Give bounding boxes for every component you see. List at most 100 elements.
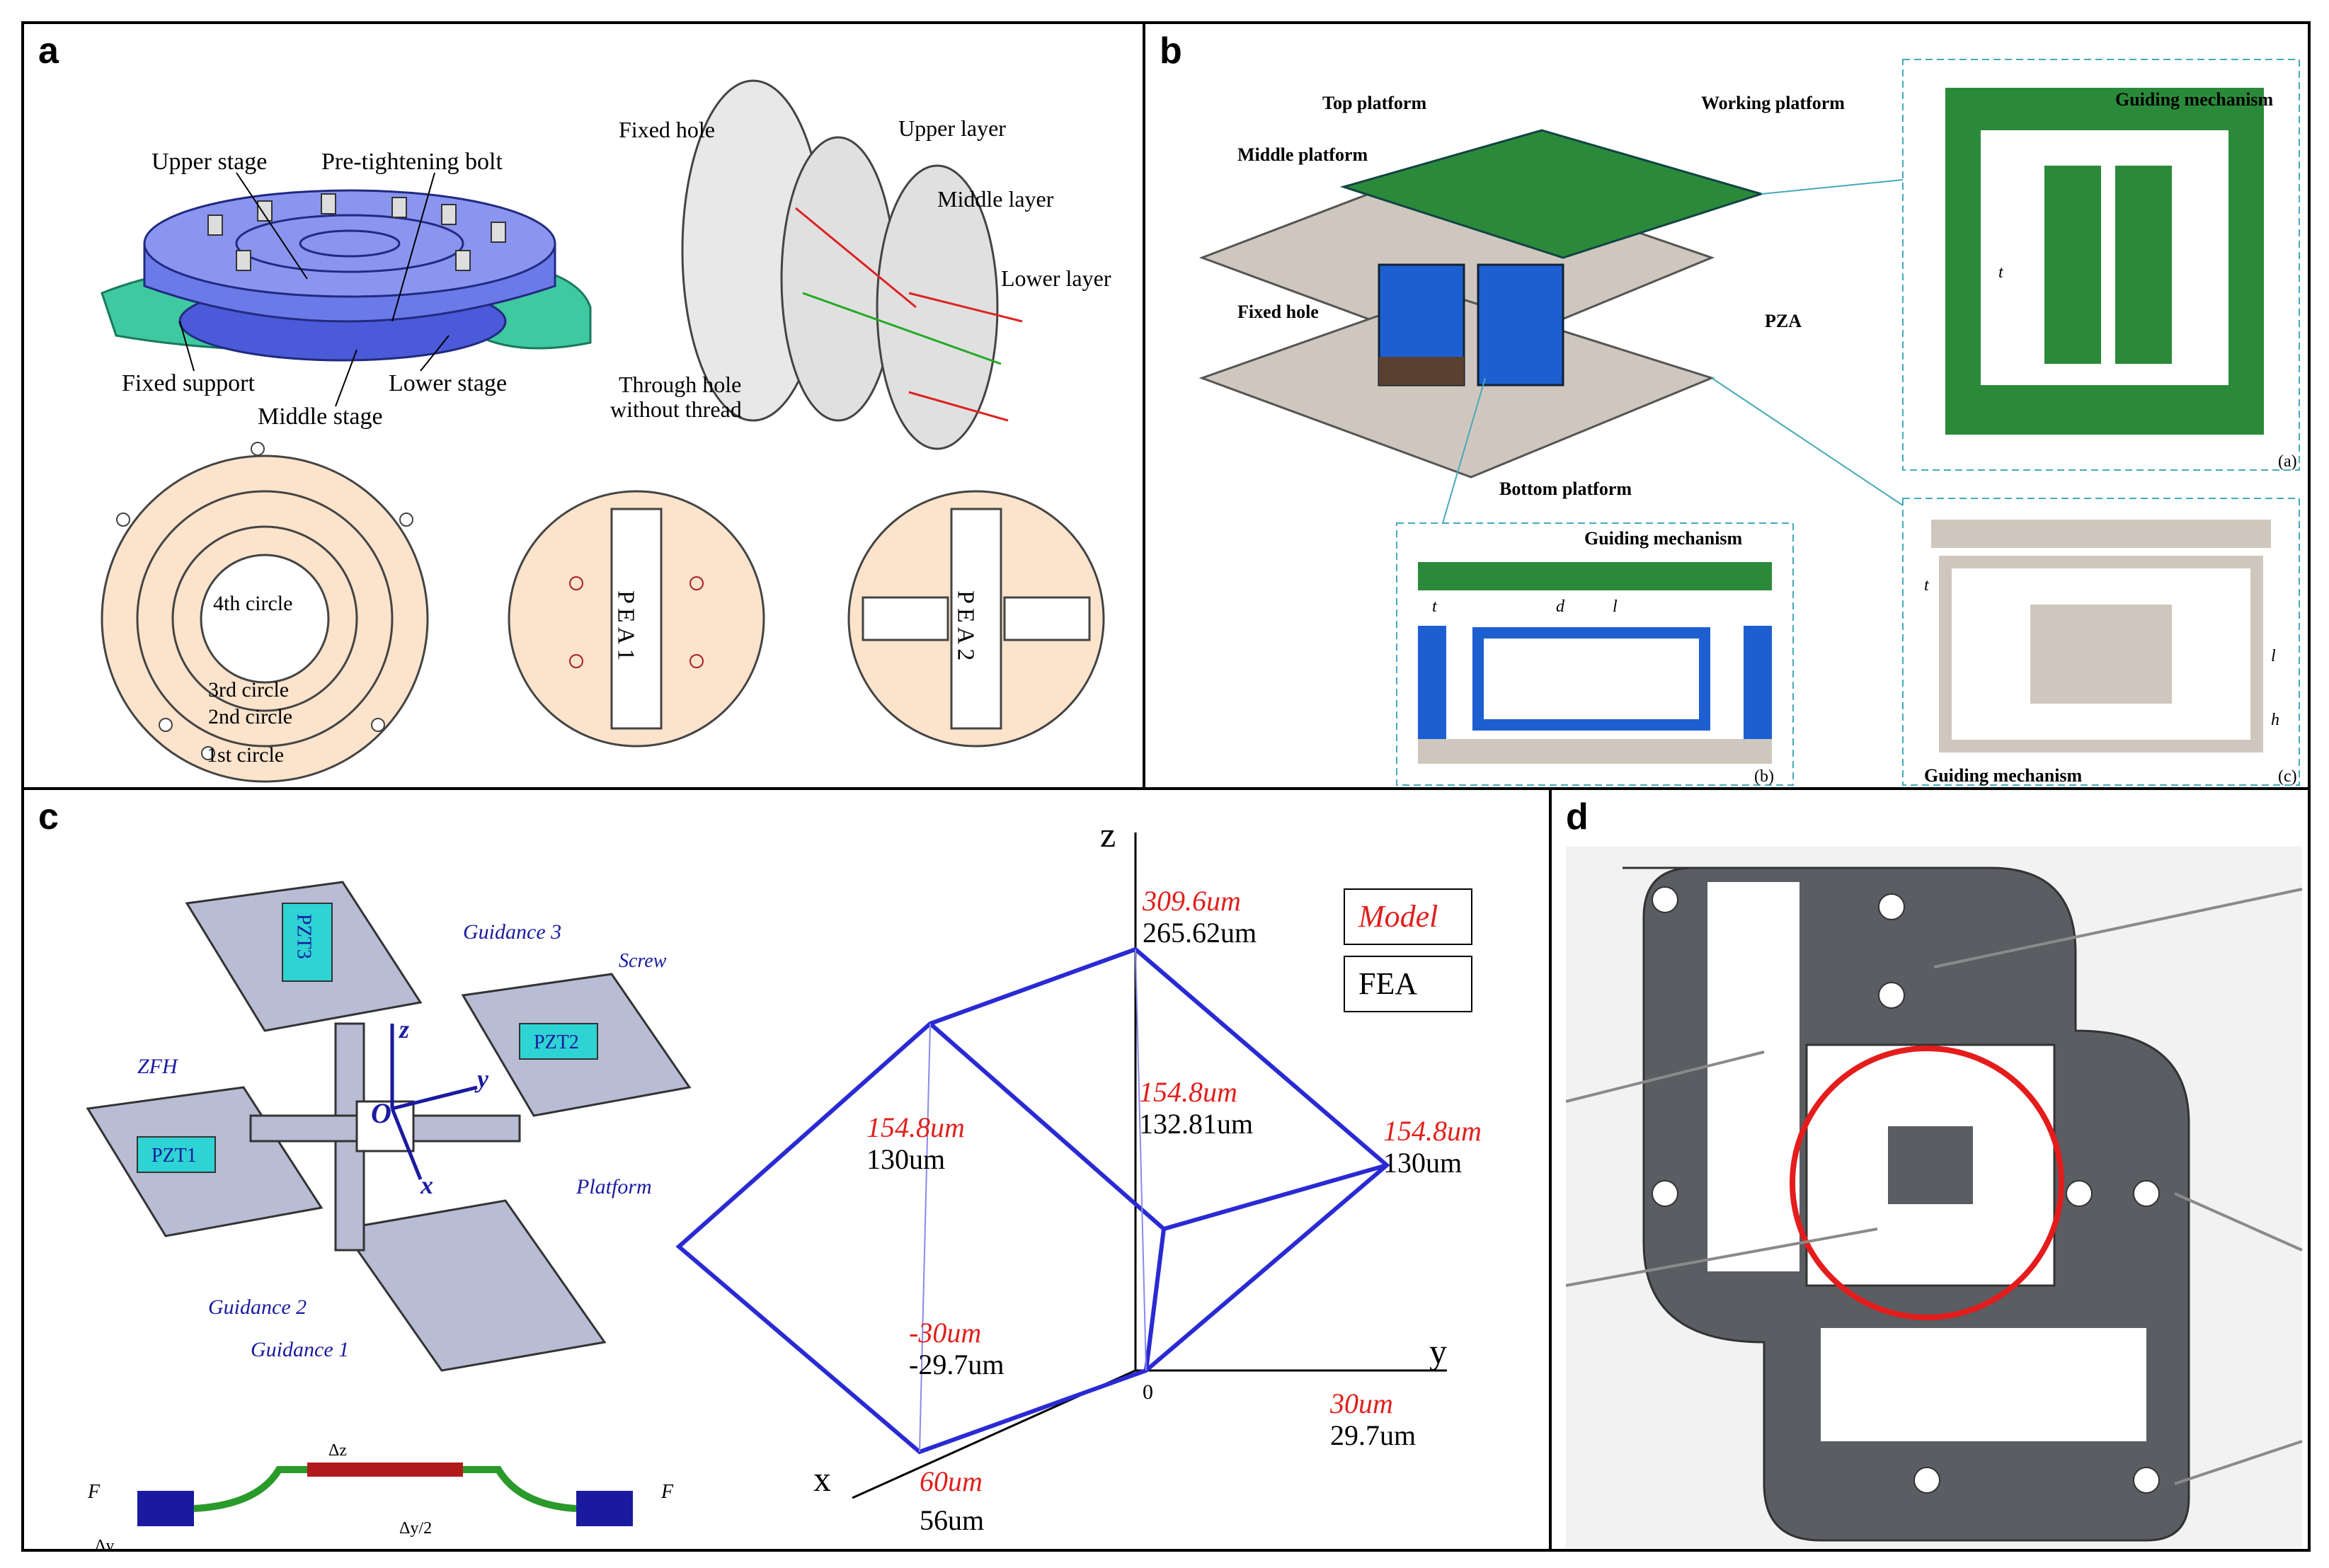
platform-stack-shape <box>1198 129 1766 479</box>
label-circle1: 1st circle <box>207 743 284 767</box>
stage-axes <box>390 1024 478 1180</box>
cutout-left <box>1707 882 1799 1271</box>
axis-x: x <box>813 1459 831 1499</box>
label-through-hole-1: Through hole <box>619 372 741 397</box>
label-pea1: PEA1 <box>613 590 639 665</box>
panel-b: b Top platform Working platform Middle p… <box>1143 21 2311 790</box>
annot-fea-0: 265.62um <box>1143 917 1257 949</box>
plate-2 <box>508 490 765 748</box>
panel-d: d <box>1549 787 2311 1552</box>
workspace-frame <box>675 946 1390 1455</box>
label-sub-a: (a) <box>2278 452 2297 471</box>
label-f1: F <box>87 1481 101 1503</box>
inset-a-frame <box>1902 59 2300 471</box>
label-guiding-c: Guiding mechanism <box>1924 765 2083 786</box>
label-dm2: d <box>1556 597 1565 616</box>
axis-z: z <box>1100 815 1116 854</box>
label-lb: l <box>2271 647 2276 665</box>
label-pza: PZA <box>1765 311 1802 331</box>
inset-b-drawing <box>1418 562 1772 590</box>
annot-fea-6: 56um <box>920 1504 984 1536</box>
plate-3 <box>847 490 1105 748</box>
axis-zero: 0 <box>1143 1380 1153 1404</box>
annot-model-2: 154.8um <box>1383 1115 1482 1147</box>
legend-fea: FEA <box>1358 966 1417 1001</box>
annot-fea-1: 132.81um <box>1139 1108 1253 1140</box>
label-guidance2: Guidance 2 <box>208 1295 307 1319</box>
axis-y: y <box>1429 1332 1447 1371</box>
label-fixed-support: Fixed support <box>122 370 256 396</box>
label-guidance1: Guidance 1 <box>251 1338 349 1361</box>
panel-b-figure: Top platform Working platform Middle pla… <box>1198 59 2300 786</box>
label-lower-stage: Lower stage <box>389 370 507 396</box>
panel-a: a Upper stage Pre-tightening bolt Fixed … <box>21 21 1145 790</box>
annot-model-1: 154.8um <box>1139 1076 1237 1108</box>
annot-fea-4: -29.7um <box>909 1349 1004 1380</box>
label-pretightening-bolt: Pre-tightening bolt <box>321 149 503 175</box>
label-sub-c: (c) <box>2278 767 2297 786</box>
annot-fea-2: 130um <box>1383 1147 1462 1179</box>
label-stage-y: y <box>474 1065 489 1093</box>
label-working-platform: Working platform <box>1701 93 1845 113</box>
exploded-layers-shape <box>681 79 1023 450</box>
annot-model-0: 309.6um <box>1142 885 1241 917</box>
label-guidance3: Guidance 3 <box>463 920 561 944</box>
inset-c-drawing <box>1931 520 2271 548</box>
label-bottom-platform: Bottom platform <box>1499 479 1632 499</box>
mount-holes <box>1652 886 2160 1494</box>
label-stage-x: x <box>420 1171 433 1199</box>
label-circle3: 3rd circle <box>208 678 289 702</box>
pzt1-block <box>137 1136 216 1173</box>
label-tm2: t <box>1432 597 1438 616</box>
panel-c: c PZT3 PZT2 PZT1 Guidance 3 Screw ZFH Pl… <box>21 787 1552 1552</box>
label-lm1: l <box>1613 597 1618 616</box>
flexure-schematic <box>137 1463 633 1526</box>
label-delta-y2: Δy/2 <box>399 1519 432 1538</box>
annot-model-4: -30um <box>909 1317 981 1349</box>
label-zfh: ZFH <box>137 1055 179 1078</box>
label-top-platform: Top platform <box>1322 93 1426 113</box>
pzt3-block <box>282 903 333 982</box>
label-sub-b: (b) <box>1754 767 1774 786</box>
panel-c-label: c <box>38 796 59 837</box>
legend-fea-box <box>1344 956 1472 1012</box>
label-guiding-a: Guiding mechanism <box>2115 89 2274 110</box>
label-circle4: 4th circle <box>213 592 292 615</box>
legend-model: Model <box>1358 899 1438 934</box>
bolts <box>207 193 506 271</box>
plate-1 <box>101 442 429 783</box>
label-stage-z: z <box>398 1015 409 1043</box>
workspace-hidden <box>919 949 1147 1453</box>
legend-model-box <box>1344 888 1472 945</box>
panel-a-label: a <box>38 30 59 71</box>
label-delta-z: Δz <box>328 1441 347 1460</box>
label-f2: F <box>660 1481 674 1503</box>
label-middle-stage: Middle stage <box>258 404 383 430</box>
annot-model-5: 30um <box>1329 1387 1393 1419</box>
panel-d-figure <box>1565 847 2303 1547</box>
label-origin: O <box>371 1097 391 1129</box>
annot-model-3: 154.8um <box>866 1111 965 1143</box>
label-screw: Screw <box>619 950 667 972</box>
pointer-arrows <box>1565 888 2303 1485</box>
label-pea2: PEA2 <box>953 590 979 665</box>
label-tb2: t <box>1924 576 1930 595</box>
label-tt2: t <box>1998 263 2004 282</box>
label-delta-y: Δy <box>95 1537 114 1552</box>
label-through-hole-2: without thread <box>610 396 742 422</box>
inset-c-frame <box>1902 498 2300 786</box>
label-upper-layer: Upper layer <box>898 115 1006 141</box>
label-pzt2: PZT2 <box>534 1031 579 1053</box>
highlight-circle <box>1790 1046 2064 1320</box>
annot-fea-5: 29.7um <box>1330 1419 1416 1451</box>
panel-a-figure: Upper stage Pre-tightening bolt Fixed su… <box>101 79 1111 783</box>
inset-b-frame <box>1396 522 1794 786</box>
label-pzt3: PZT3 <box>293 914 315 959</box>
label-upper-stage: Upper stage <box>151 149 267 175</box>
stage-stack-shape <box>143 189 556 362</box>
label-middle-platform: Middle platform <box>1237 144 1368 165</box>
annot-fea-3: 130um <box>866 1143 945 1175</box>
label-guiding-b: Guiding mechanism <box>1584 528 1743 549</box>
center-platform <box>1888 1126 1973 1204</box>
label-circle2: 2nd circle <box>208 705 292 728</box>
